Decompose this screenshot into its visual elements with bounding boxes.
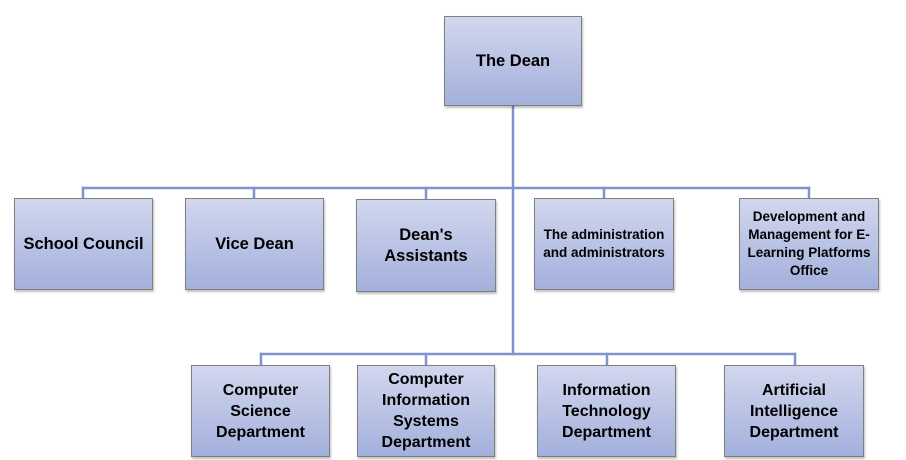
node-elearning-office: Development and Management for E- Learni… (739, 198, 879, 290)
node-label: Development and Management for E- Learni… (747, 209, 871, 278)
node-label: Information Technology Department (562, 381, 651, 441)
node-computer-information-systems-department: Computer Information Systems Department (357, 365, 495, 457)
node-label: Computer Science Department (216, 381, 305, 441)
node-label: Dean's Assistants (384, 225, 468, 265)
node-label: Artificial Intelligence Department (749, 381, 839, 441)
node-artificial-intelligence-department: Artificial Intelligence Department (724, 365, 864, 457)
node-label: Computer Information Systems Department (381, 371, 471, 451)
node-label: Vice Dean (215, 234, 294, 253)
node-school-council: School Council (14, 198, 153, 290)
node-deans-assistants: Dean's Assistants (356, 199, 496, 292)
node-label: The Dean (475, 51, 551, 70)
node-information-technology-department: Information Technology Department (537, 365, 676, 457)
node-the-dean: The Dean (444, 16, 582, 106)
node-label: The administration and administrators (543, 227, 665, 260)
node-administration: The administration and administrators (534, 198, 674, 290)
node-vice-dean: Vice Dean (185, 198, 324, 290)
node-label: School Council (23, 234, 144, 253)
node-computer-science-department: Computer Science Department (191, 365, 330, 457)
